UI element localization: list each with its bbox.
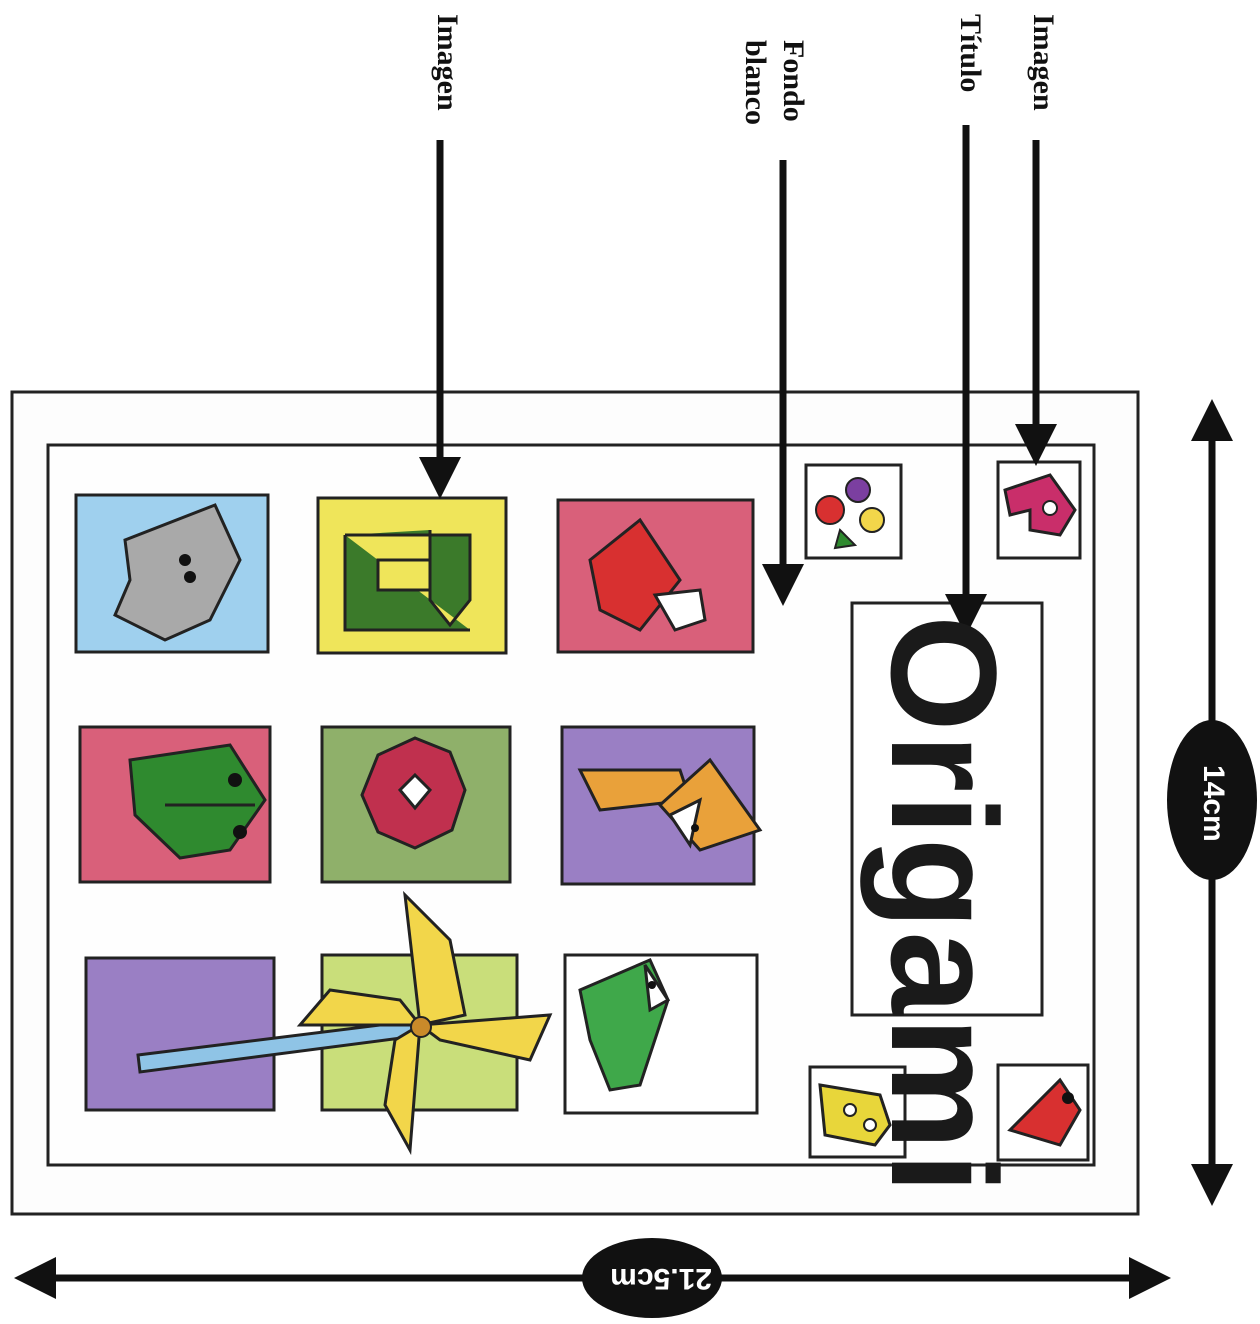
letter-a-icon: [343, 530, 472, 632]
tile-fruit: [804, 463, 903, 560]
tile-frog: [78, 725, 272, 884]
fruit-icon: [815, 477, 885, 550]
rose-icon: [360, 736, 467, 850]
tile-rose: [320, 725, 512, 884]
letter-b-icon: [818, 1083, 892, 1147]
height-label: 14cm: [1197, 765, 1230, 842]
title-box: [850, 601, 1044, 1017]
tile-ladybug: [996, 1063, 1090, 1162]
width-label-badge: [582, 1238, 722, 1318]
annotation-imagen-2: Imagen: [1027, 14, 1060, 111]
cover-title: Origami: [860, 615, 1028, 1196]
width-label: 21.5cm: [610, 1262, 712, 1295]
frog-icon: [128, 743, 267, 860]
bird-icon: [578, 958, 671, 1092]
height-label-badge: [1167, 720, 1257, 880]
tile-letter-b: [808, 1065, 907, 1159]
tile-pinwheel: [84, 890, 553, 1156]
fox-icon: [577, 757, 763, 852]
tile-letter-p: [996, 460, 1082, 560]
tile-house: [556, 498, 755, 654]
house-icon: [588, 517, 707, 632]
annotation-titulo: Título: [954, 14, 987, 93]
annotation-imagen-1: Imagen: [431, 14, 464, 111]
tile-fox: [560, 725, 763, 886]
tile-letter-a: [316, 496, 508, 655]
tile-elephant: [74, 493, 270, 654]
letter-p-icon: [1003, 473, 1077, 537]
tile-bird: [563, 953, 759, 1115]
annotation-fondo-blanco: Fondo blanco: [739, 40, 811, 126]
elephant-icon: [113, 503, 242, 642]
pinwheel-icon: [136, 890, 553, 1156]
ladybug-icon: [1007, 1077, 1082, 1147]
